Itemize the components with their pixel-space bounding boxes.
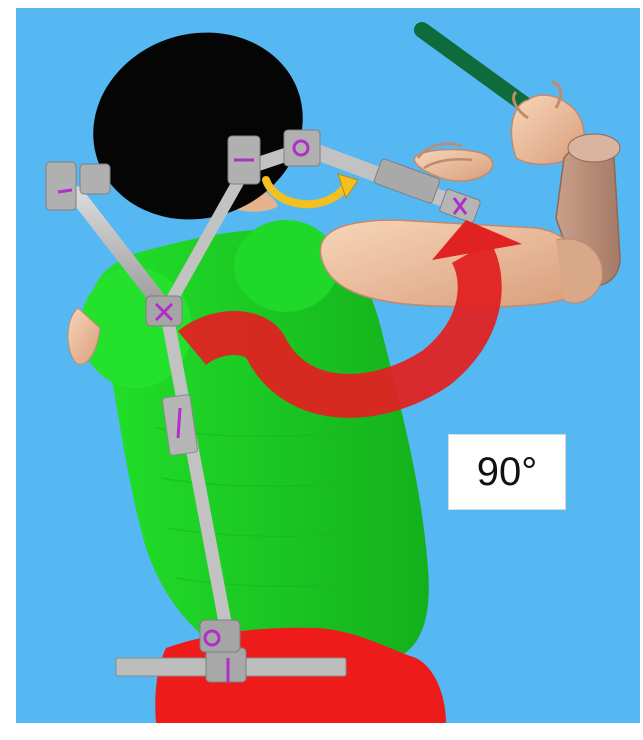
head: [69, 8, 327, 246]
scene-illustration: [16, 8, 640, 723]
small-rotation-arrow: [266, 174, 358, 204]
stick: [422, 30, 524, 104]
angle-label: 90°: [448, 434, 566, 510]
hands: [414, 82, 584, 181]
exoskeleton-scene: 90°: [16, 8, 640, 723]
